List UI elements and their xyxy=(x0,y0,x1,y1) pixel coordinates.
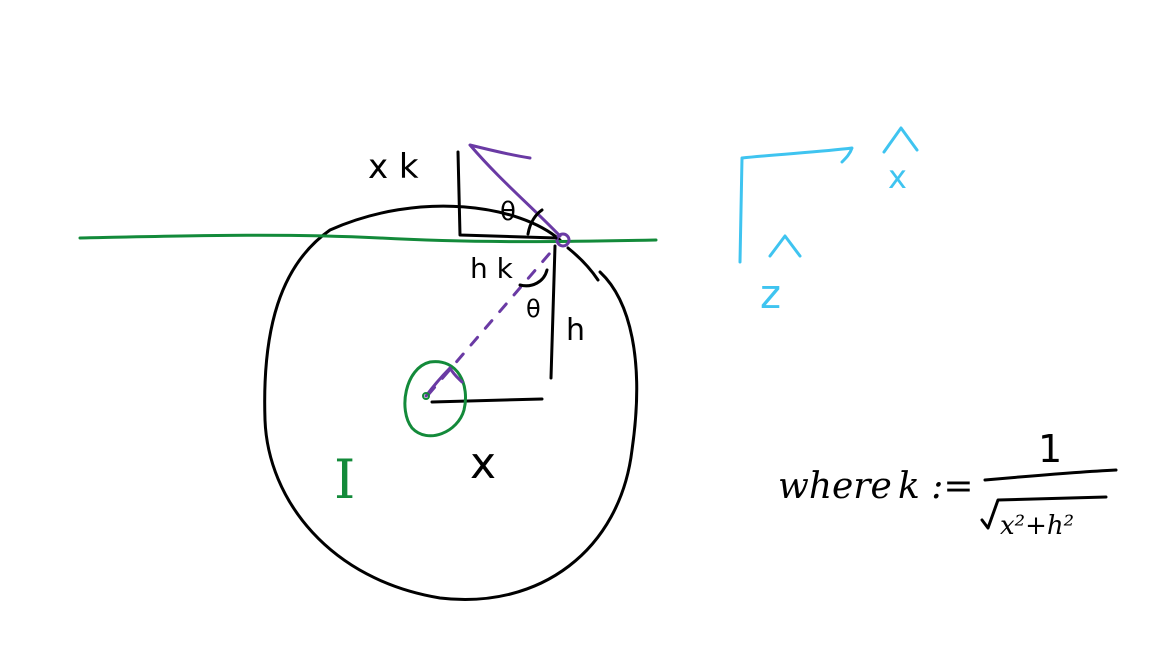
inertia-arrow xyxy=(424,366,464,398)
label-x-hat: x xyxy=(888,158,907,196)
formula-k-def: k := xyxy=(898,466,974,507)
formula-numerator: 1 xyxy=(1038,427,1062,471)
label-z-hat: z xyxy=(760,272,781,318)
wheel-circle xyxy=(263,204,639,601)
label-xk: x k xyxy=(368,147,419,187)
theta-arc-upper xyxy=(526,208,544,236)
label-hk: h k xyxy=(470,252,514,285)
contact-tail xyxy=(566,246,600,282)
z-hat-caret xyxy=(768,234,802,258)
label-theta-mid: θ xyxy=(526,295,541,323)
label-h: h xyxy=(566,313,585,348)
fraction-bar xyxy=(983,468,1118,482)
ground-line xyxy=(78,233,658,244)
theta-arc-mid xyxy=(518,268,549,288)
contact-point xyxy=(555,232,571,248)
formula-denominator: x²+h² xyxy=(1000,511,1074,541)
formula-where: where xyxy=(778,466,892,507)
xk-vertical-segment xyxy=(456,150,558,240)
inertia-circle xyxy=(403,360,467,438)
label-inertia: I xyxy=(334,448,355,511)
label-theta-top: θ xyxy=(500,197,516,227)
label-x: x xyxy=(470,438,496,489)
h-vertical-line xyxy=(549,244,557,380)
x-hat-caret xyxy=(882,126,919,154)
x-horizontal-line xyxy=(430,397,544,404)
sqrt-sign xyxy=(980,495,1108,530)
axis-frame xyxy=(738,146,854,264)
center-dot xyxy=(422,392,430,400)
